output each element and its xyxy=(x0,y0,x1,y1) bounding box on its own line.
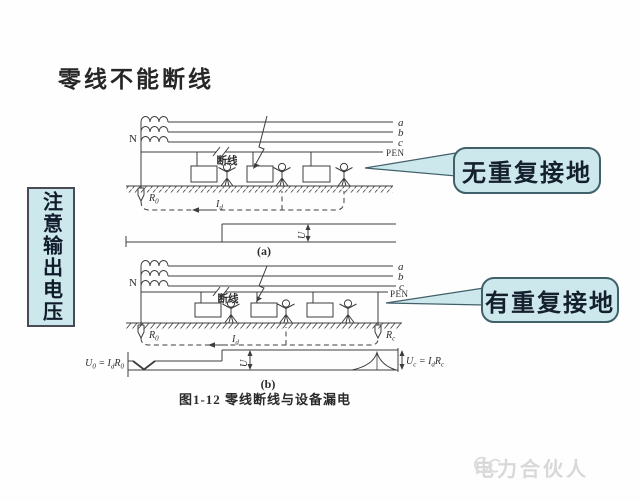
neutral-label: N xyxy=(129,133,137,145)
pen-label: PEN xyxy=(386,148,405,158)
person-figure xyxy=(339,299,357,323)
phase-c-label: c xyxy=(398,137,403,149)
u-arrow-down xyxy=(305,236,311,242)
transformer-coil xyxy=(140,260,169,267)
neutral-label: N xyxy=(129,277,137,289)
appliance-box xyxy=(306,302,334,318)
ground-hatch xyxy=(126,323,402,330)
watermark-logo-icon xyxy=(474,456,501,473)
subfigure-b-label: (b) xyxy=(261,377,276,391)
r0-label: R0 xyxy=(148,193,159,206)
watermark: 电力合伙人 xyxy=(474,453,589,482)
uc-equation: Uc = IdRc xyxy=(406,356,445,369)
callout-no-repeated-grounding: 无重复接地 xyxy=(453,147,601,194)
voltage-profile-a xyxy=(125,223,396,247)
fault-current-path xyxy=(140,327,379,346)
person-figure xyxy=(277,299,295,323)
u0-dip xyxy=(132,360,156,371)
u-label: U xyxy=(239,359,250,367)
phase-b-label: b xyxy=(398,127,404,139)
leakage-arrow xyxy=(253,115,268,168)
u-arrow-up xyxy=(247,350,253,356)
phase-lines xyxy=(168,265,396,287)
u-label: U xyxy=(297,231,308,239)
diagram-b: a b c PEN N 断线 R0 Rc Id U xyxy=(85,260,445,391)
figure-caption: 图1-12 零线断线与设备漏电 xyxy=(178,392,352,407)
leakage-arrowhead xyxy=(256,296,262,302)
appliance-box xyxy=(302,165,331,183)
transformer-coil xyxy=(140,270,169,277)
appliance-drops xyxy=(196,152,312,166)
id-label: Id xyxy=(231,334,239,347)
voltage-profile-b xyxy=(128,349,398,362)
transformer-coil xyxy=(140,136,169,143)
appliance-box xyxy=(250,302,278,318)
phase-a-label: a xyxy=(398,261,404,273)
phase-b-label: b xyxy=(398,271,404,283)
ground-electrode-r0 xyxy=(137,322,145,339)
break-symbol xyxy=(212,146,230,157)
appliance-box xyxy=(190,165,218,183)
person-figure xyxy=(273,162,291,187)
uc-peak xyxy=(351,350,397,371)
uc-arrow-up xyxy=(399,350,405,356)
u0-equation: U0 = IdR0 xyxy=(85,358,124,371)
subfigure-a-label: (a) xyxy=(257,244,271,258)
r0-label: R0 xyxy=(148,330,159,343)
appliance-box xyxy=(246,165,274,183)
rc-label: Rc xyxy=(385,330,396,343)
break-symbol xyxy=(212,286,230,297)
ground-electrode-rc xyxy=(374,322,382,339)
transformer-coil xyxy=(140,280,169,287)
callout-with-repeated-grounding: 有重复接地 xyxy=(481,277,619,323)
pen-label: PEN xyxy=(390,289,409,299)
callout-tail-no-repeat xyxy=(364,152,457,177)
diagram-a: a b c PEN N 断线 R0 Id U (a) xyxy=(125,115,405,258)
person-figure xyxy=(335,162,353,187)
ground-electrode-r0 xyxy=(137,185,145,202)
side-note-output-voltage: 注意输出电压 xyxy=(27,187,75,327)
current-arrowhead xyxy=(192,207,199,213)
leakage-arrowhead xyxy=(253,163,260,169)
current-arrowhead xyxy=(208,342,215,348)
page-title: 零线不能断线 xyxy=(58,67,214,92)
break-label: 断线 xyxy=(217,154,238,167)
appliance-box xyxy=(194,302,222,318)
transformer-coil xyxy=(140,126,169,133)
uc-arrow-down xyxy=(399,364,405,370)
transformer-coil xyxy=(140,116,169,123)
phase-lines xyxy=(168,121,393,143)
fault-current-path xyxy=(140,191,345,211)
ground-hatch xyxy=(126,186,393,193)
phase-c-label: c xyxy=(399,281,404,293)
u-arrow-up xyxy=(305,224,311,230)
phase-a-label: a xyxy=(398,117,404,129)
u-arrow-down xyxy=(247,364,253,370)
leakage-arrow xyxy=(256,265,268,301)
watermark-text: 电力合伙人 xyxy=(474,459,589,481)
id-label: Id xyxy=(215,199,223,212)
